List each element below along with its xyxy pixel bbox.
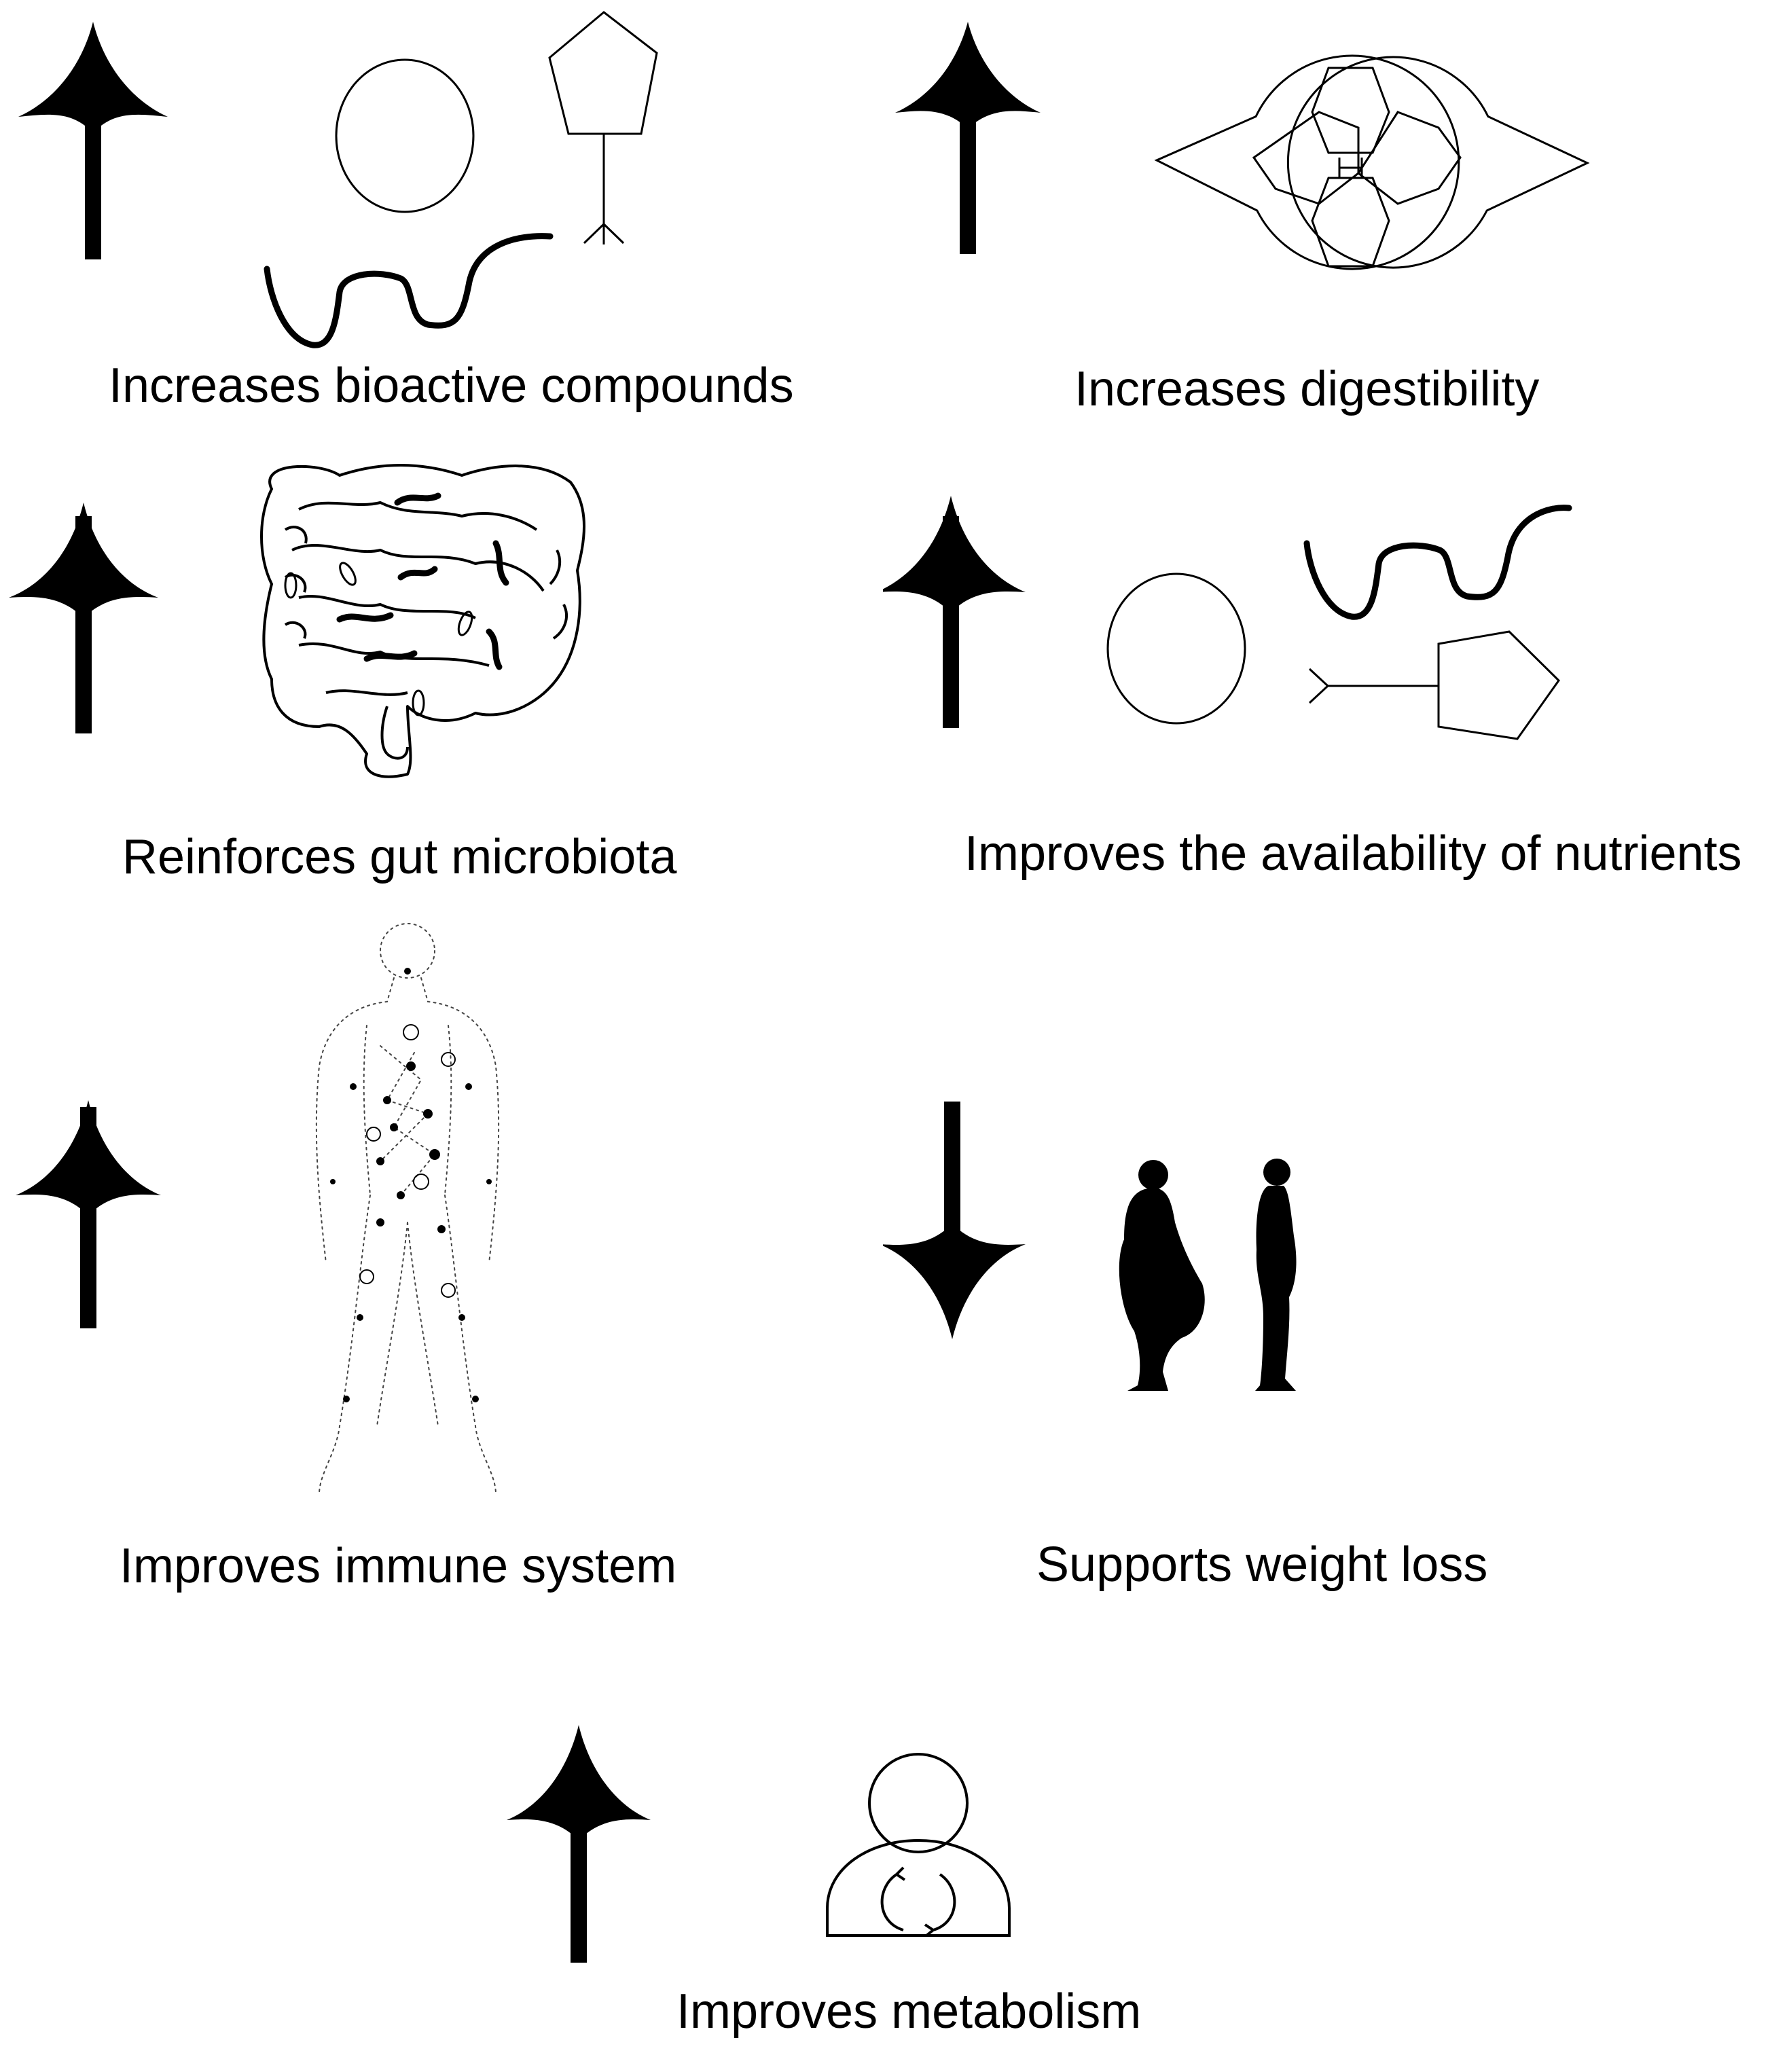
panel-metabolism: [507, 1725, 1011, 1963]
circle-icon: [335, 58, 475, 213]
panel-immune: [16, 923, 500, 1495]
label-metabolism: Improves metabolism: [676, 1984, 1142, 2039]
panel-weight: [883, 1102, 1297, 1391]
panel-bioactive: [18, 11, 658, 348]
up-arrow-icon: [16, 1100, 161, 1328]
intestine-icon: [260, 464, 585, 778]
hexagon-molecule-icon: [1252, 67, 1462, 268]
wavy-chain-icon: [1303, 505, 1572, 620]
label-immune: Improves immune system: [120, 1539, 677, 1593]
up-arrow-icon: [9, 503, 158, 733]
wavy-chain-icon: [264, 233, 554, 348]
label-nutrients: Improves the availability of nutrients: [964, 826, 1742, 881]
panel-microbiota: [9, 464, 585, 778]
up-arrow-icon: [507, 1725, 651, 1963]
circle-icon: [1106, 572, 1246, 725]
pacman-enzyme-icon: [1286, 56, 1590, 269]
up-arrow-icon: [895, 22, 1041, 254]
person-cycle-icon: [826, 1753, 1011, 1937]
pentagon-molecule-icon: [548, 11, 658, 244]
immune-network-body-icon: [359, 1024, 456, 1298]
label-bioactive: Increases bioactive compounds: [109, 359, 794, 413]
immune-network-body-icon: [315, 923, 500, 1495]
bacteria-icon: [284, 562, 473, 716]
up-arrow-icon: [883, 496, 1026, 728]
up-arrow-icon: [18, 22, 168, 259]
bacteria-icon: [336, 492, 509, 670]
label-digestibility: Increases digestibility: [1074, 362, 1540, 416]
panel-nutrients: [883, 496, 1572, 740]
label-microbiota: Reinforces gut microbiota: [122, 830, 677, 884]
label-weight: Supports weight loss: [1036, 1538, 1488, 1592]
pacman-enzyme-icon: [1154, 54, 1460, 270]
pentagon-molecule-icon: [1308, 630, 1560, 740]
immune-network-body-icon: [330, 968, 492, 1402]
slim-silhouette-icon: [1255, 1159, 1297, 1391]
down-arrow-icon: [883, 1102, 1026, 1339]
obese-silhouette-icon: [1119, 1160, 1205, 1391]
panel-digestibility: [895, 22, 1590, 270]
